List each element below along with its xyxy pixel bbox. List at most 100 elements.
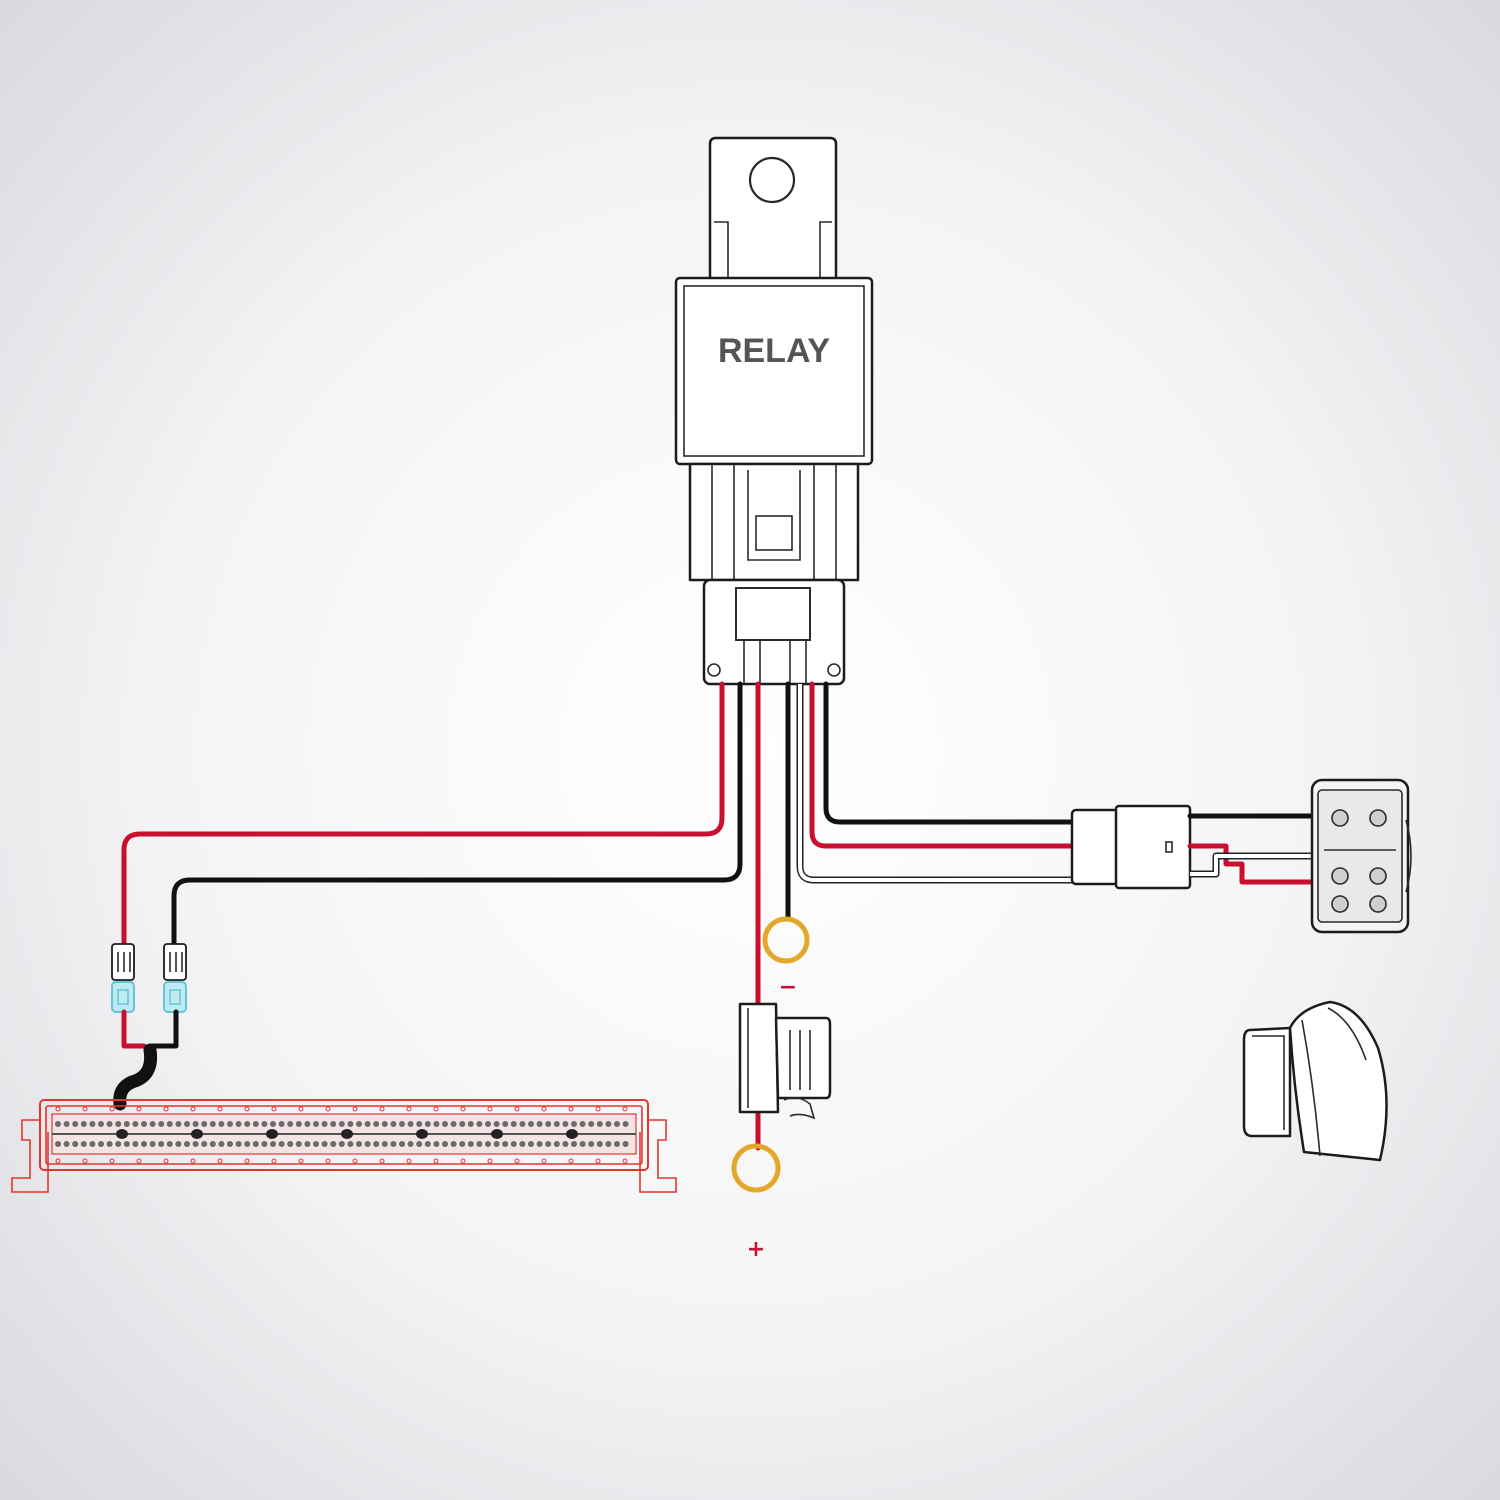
led-chip — [235, 1121, 242, 1127]
led-chip — [467, 1121, 474, 1127]
light-bar-rivet — [379, 1158, 385, 1164]
led-chip — [192, 1121, 199, 1127]
led-chip — [209, 1121, 216, 1127]
light-bar-rivet — [460, 1158, 466, 1164]
led-chip — [450, 1121, 457, 1127]
led-chip — [596, 1141, 603, 1147]
led-chip — [416, 1141, 423, 1147]
relay-tab-detail-left — [714, 221, 729, 280]
led-chip — [579, 1141, 586, 1147]
connector-black-pins — [169, 952, 183, 972]
led-chip — [330, 1121, 337, 1127]
led-chip — [321, 1141, 328, 1147]
led-chip — [536, 1121, 543, 1127]
led-chip — [98, 1141, 104, 1147]
led-chip — [588, 1121, 595, 1127]
connector-red-blue-plug — [111, 981, 135, 1013]
led-chip — [89, 1121, 96, 1127]
led-chip — [571, 1141, 577, 1147]
light-bar-rivet — [217, 1106, 223, 1112]
led-chip — [123, 1141, 130, 1147]
light-bar-rivet — [514, 1158, 520, 1164]
relay-connector-window — [735, 587, 811, 641]
led-chip — [622, 1121, 629, 1127]
light-bar-rivet — [136, 1106, 142, 1112]
light-bar-rivet — [595, 1106, 601, 1112]
rocker-switch-paddle — [1288, 1000, 1388, 1162]
light-bar-rivet — [190, 1106, 196, 1112]
led-chip — [424, 1141, 431, 1147]
led-chip — [270, 1141, 276, 1147]
light-bar-rivet — [271, 1158, 277, 1164]
led-chip — [476, 1121, 483, 1127]
led-chip — [364, 1121, 371, 1127]
led-chip — [519, 1121, 526, 1127]
light-bar-rivet — [217, 1158, 223, 1164]
light-bar-center-light — [191, 1129, 203, 1139]
light-bar-rivet — [325, 1106, 331, 1112]
led-chip — [106, 1141, 113, 1147]
led-chip — [227, 1121, 233, 1127]
led-chip — [270, 1121, 276, 1127]
ring-terminal-positive-icon — [731, 1143, 781, 1193]
light-bar-rivet — [541, 1106, 547, 1112]
connector-black-blue-plug — [163, 981, 187, 1013]
light-bar-led-row-lower — [55, 1141, 629, 1147]
light-bar-rivet — [406, 1158, 412, 1164]
relay-connector-housing — [702, 578, 846, 686]
light-bar-rivet — [244, 1158, 250, 1164]
relay-socket-latch — [755, 515, 793, 551]
relay-body-inner — [683, 285, 865, 457]
led-chip — [399, 1121, 405, 1127]
led-chip — [442, 1141, 448, 1147]
led-chip — [519, 1141, 526, 1147]
light-bar-rivet — [298, 1158, 304, 1164]
led-chip — [407, 1121, 414, 1127]
light-bar-rivet — [136, 1158, 142, 1164]
wire-black-bar-lead — [149, 1009, 179, 1049]
led-chip — [502, 1121, 509, 1127]
light-bar-top-rivets — [55, 1106, 628, 1112]
led-chip — [614, 1141, 620, 1147]
led-chip — [261, 1141, 268, 1147]
led-chip — [55, 1121, 61, 1127]
wire-black-light-bar — [171, 681, 743, 961]
light-bar-rivet — [352, 1106, 358, 1112]
light-bar-rivet — [244, 1106, 250, 1112]
led-chip — [115, 1141, 122, 1147]
led-chip — [63, 1121, 70, 1127]
wire-red-bar-lead — [121, 1009, 147, 1049]
relay-pin-right — [827, 663, 841, 677]
relay-pin-left — [707, 663, 721, 677]
light-bar-rivet — [190, 1158, 196, 1164]
light-bar-center-light — [566, 1129, 578, 1139]
light-bar-rivet — [55, 1106, 61, 1112]
light-bar-center-light — [341, 1129, 353, 1139]
light-bar-rivet — [163, 1106, 169, 1112]
switch-connector-front — [1070, 808, 1120, 886]
led-chip — [141, 1141, 147, 1147]
led-chip — [184, 1121, 190, 1127]
led-chip — [244, 1141, 251, 1147]
led-chip — [287, 1141, 294, 1147]
light-bar-rivet — [352, 1158, 358, 1164]
led-chip — [485, 1121, 491, 1127]
relay-socket — [688, 462, 860, 582]
led-chip — [123, 1121, 130, 1127]
switch-pin-4 — [1369, 867, 1387, 885]
led-chip — [605, 1121, 612, 1127]
led-chip — [571, 1121, 577, 1127]
led-chip — [614, 1121, 620, 1127]
led-chip — [313, 1121, 319, 1127]
switch-pin-2 — [1369, 809, 1387, 827]
led-chip — [347, 1141, 354, 1147]
light-bar-center-light — [416, 1129, 428, 1139]
led-chip — [201, 1121, 208, 1127]
led-chip — [252, 1121, 259, 1127]
led-chip — [313, 1141, 319, 1147]
led-chip — [175, 1121, 182, 1127]
relay-mount-tab — [708, 136, 838, 280]
connector-black-plug-detail — [169, 989, 181, 1005]
led-chip — [373, 1141, 380, 1147]
